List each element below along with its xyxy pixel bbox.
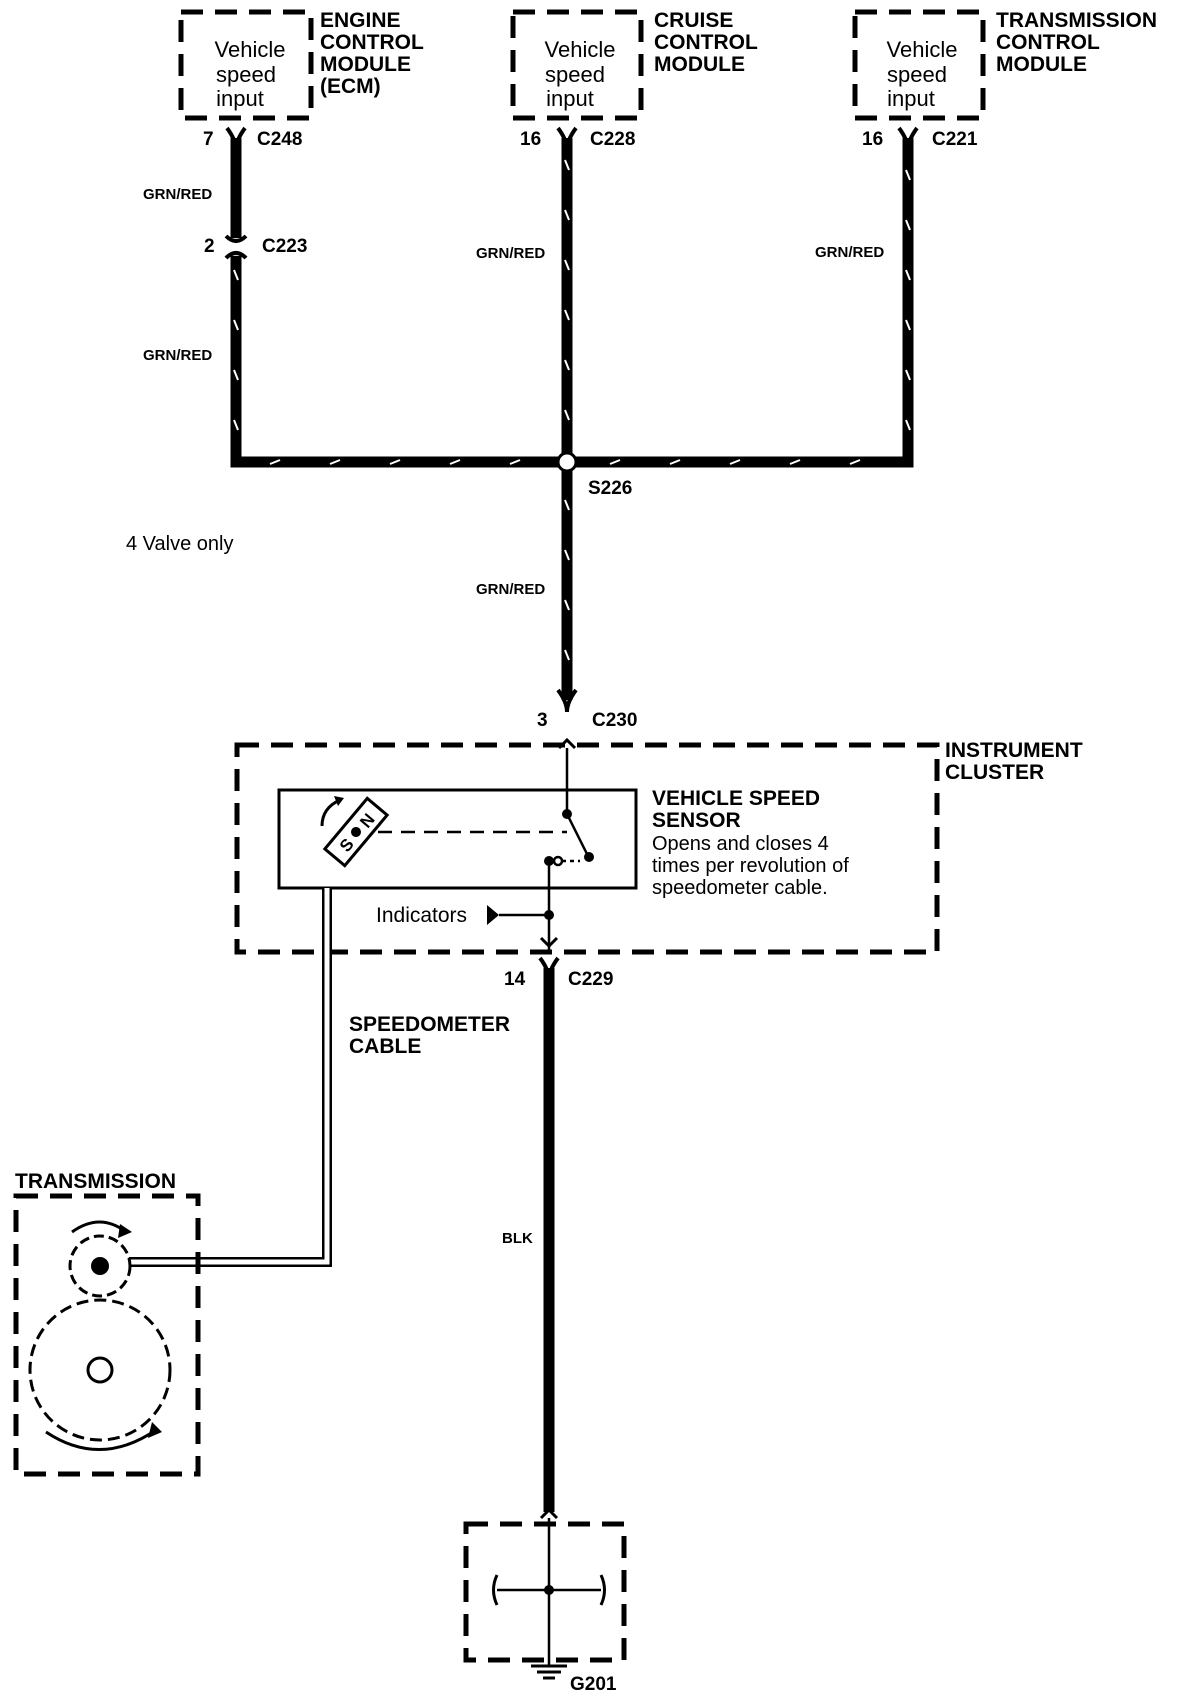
indicators-arrow-icon	[487, 905, 499, 925]
tcm-input-label-3: input	[887, 86, 935, 111]
cruise-control-module: Vehicle speed input CRUISE CONTROL MODUL…	[510, 9, 758, 121]
wire-tcm	[567, 138, 914, 468]
ground-g201: G201	[463, 1507, 627, 1695]
sensor-title-1: VEHICLE SPEED	[652, 787, 820, 810]
ecm-title-3: MODULE	[320, 53, 411, 76]
ecm-title-4: (ECM)	[320, 75, 381, 98]
indicators-label: Indicators	[376, 904, 467, 927]
cable-label-2: CABLE	[349, 1035, 421, 1058]
c223-pin: 2	[204, 236, 215, 257]
ecm-title-1: ENGINE	[320, 9, 401, 32]
ccm-input-label-2: speed	[545, 62, 605, 87]
connector-c230: 3 C230	[537, 688, 637, 750]
wire-stripe-ticks	[233, 159, 911, 661]
c230-label: C230	[592, 710, 637, 731]
tcm-title-1: TRANSMISSION	[996, 9, 1157, 32]
connector-c221: 16 C221	[862, 126, 978, 152]
c221-pin: 16	[862, 129, 883, 150]
splice-label: S226	[588, 478, 632, 499]
sensor-desc-3: speedometer cable.	[652, 877, 828, 899]
speedometer-cable: SPEEDOMETER CABLE	[100, 888, 510, 1267]
ecm-input-label-3: input	[216, 86, 264, 111]
reed-switch-icon	[544, 748, 594, 952]
c221-label: C221	[932, 129, 978, 150]
c248-pin: 7	[203, 129, 214, 150]
sensor-desc-1: Opens and closes 4	[652, 833, 829, 855]
sensor-title-2: SENSOR	[652, 809, 741, 832]
transmission-label: TRANSMISSION	[15, 1170, 176, 1193]
c228-pin: 16	[520, 129, 541, 150]
ecm-title-2: CONTROL	[320, 31, 424, 54]
connector-c229: 14 C229	[504, 936, 613, 990]
splice-s226: S226	[556, 451, 632, 499]
cluster-title-2: CLUSTER	[945, 761, 1044, 784]
connector-c228: 16 C228	[520, 126, 635, 152]
wire-harness	[230, 138, 914, 1512]
cable-label-1: SPEEDOMETER	[349, 1013, 510, 1036]
transmission-control-module: Vehicle speed input TRANSMISSION CONTROL…	[852, 9, 1157, 121]
ground-label: G201	[570, 1674, 617, 1695]
wire-ecm-lower	[230, 256, 567, 468]
ccm-input-label-3: input	[546, 86, 594, 111]
ecm-input-label-1: Vehicle	[215, 37, 286, 62]
ccm-title-3: MODULE	[654, 53, 745, 76]
instrument-cluster: INSTRUMENT CLUSTER S N	[234, 739, 1083, 955]
transmission: TRANSMISSION	[13, 1170, 201, 1477]
tcm-input-label-2: speed	[887, 62, 947, 87]
ecm-input-label-2: speed	[216, 62, 276, 87]
c229-pin: 14	[504, 969, 526, 990]
cluster-title-1: INSTRUMENT	[945, 739, 1083, 762]
tcm-input-label-1: Vehicle	[887, 37, 958, 62]
ccm-input-label-1: Vehicle	[545, 37, 616, 62]
sensor-desc-2: times per revolution of	[652, 855, 849, 877]
valve-note: 4 Valve only	[126, 533, 233, 555]
c229-label: C229	[568, 969, 613, 990]
large-gear-icon	[28, 1298, 172, 1451]
c223-label: C223	[262, 236, 307, 257]
small-gear-icon	[68, 1220, 132, 1298]
ccm-title-1: CRUISE	[654, 9, 733, 32]
wire-color-ground: BLK	[502, 1230, 533, 1247]
magnet-icon: S N	[320, 796, 390, 868]
ccm-title-2: CONTROL	[654, 31, 758, 54]
tcm-title-2: CONTROL	[996, 31, 1100, 54]
wire-color-ecm-lower: GRN/RED	[143, 347, 212, 364]
c228-label: C228	[590, 129, 635, 150]
connector-c248: 7 C248	[203, 126, 302, 152]
wire-color-tcm: GRN/RED	[815, 244, 884, 261]
engine-control-module: Vehicle speed input ENGINE CONTROL MODUL…	[178, 9, 424, 121]
sensor-box	[277, 788, 638, 890]
wire-color-ccm: GRN/RED	[476, 245, 545, 262]
tcm-title-3: MODULE	[996, 53, 1087, 76]
ground-symbol-icon	[531, 1664, 567, 1680]
wire-color-trunk: GRN/RED	[476, 581, 545, 598]
c230-pin: 3	[537, 710, 548, 731]
c248-label: C248	[257, 129, 302, 150]
indicators-branch: Indicators	[376, 904, 549, 927]
connector-c223: 2 C223	[204, 234, 307, 260]
wire-color-ecm-upper: GRN/RED	[143, 186, 212, 203]
